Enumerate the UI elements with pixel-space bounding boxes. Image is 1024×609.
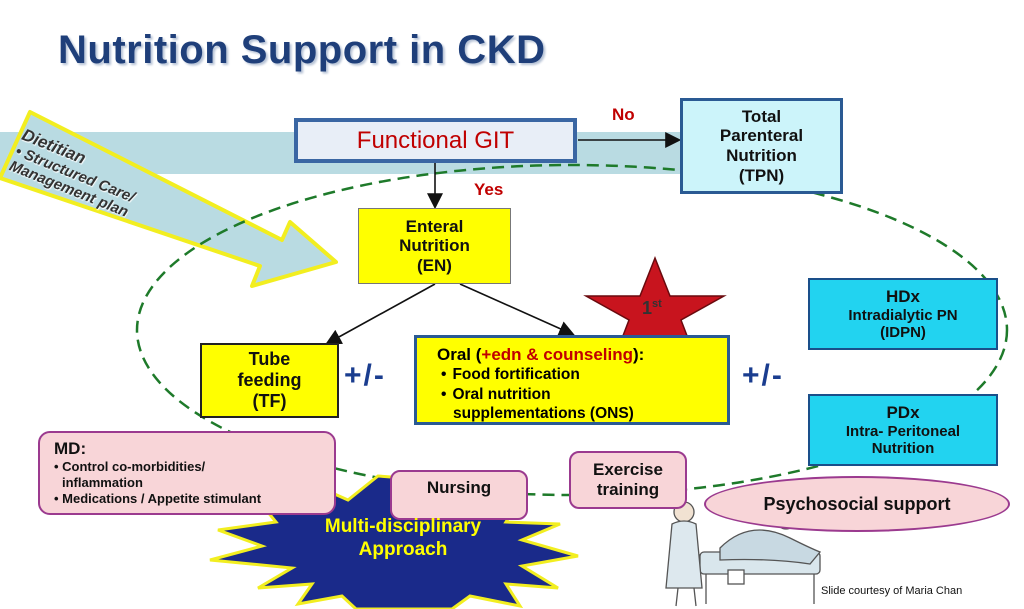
enteral-line: Nutrition — [399, 236, 470, 256]
pdx-line: Nutrition — [871, 439, 935, 457]
hdx-line: Intradialytic PN — [848, 306, 958, 324]
exercise-line: training — [596, 480, 660, 499]
plus-minus-right: +/- — [742, 359, 784, 392]
star-suffix: st — [652, 298, 662, 310]
dietitian-arrow — [0, 110, 338, 288]
first-star-label: 1st — [642, 298, 662, 319]
oral-heading: Oral (+edn & counseling): — [437, 344, 727, 365]
no-label: No — [612, 105, 635, 124]
tube-line: (TF) — [252, 390, 287, 411]
page-title: Nutrition Support in CKD — [58, 28, 546, 72]
tube-feeding-box: Tube feeding (TF) — [200, 343, 339, 418]
md-box: MD: • Control co-morbidities/ inflammati… — [38, 431, 336, 515]
tube-line: feeding — [237, 370, 302, 391]
md-item: • Medications / Appetite stimulant — [54, 490, 262, 506]
exercise-box: Exercise training — [569, 451, 687, 509]
functional-git-box: Functional GIT — [294, 118, 577, 163]
hdx-line: (IDPN) — [880, 323, 926, 341]
oral-suffix: ): — [633, 345, 645, 364]
functional-git-label: Functional GIT — [356, 126, 515, 154]
tube-line: Tube — [248, 349, 291, 370]
tpn-line: (TPN) — [738, 165, 785, 185]
oral-highlight: +edn & counseling — [481, 345, 634, 364]
hdx-box: HDx Intradialytic PN (IDPN) — [808, 278, 998, 350]
oral-list: Food fortification Oral nutrition — [437, 365, 727, 404]
oral-item: Food fortification — [452, 365, 727, 384]
tpn-box: Total Parenteral Nutrition (TPN) — [680, 98, 843, 194]
star-number: 1 — [642, 298, 653, 318]
md-item: • Control co-morbidities/ — [54, 459, 206, 475]
enteral-line: Enteral — [405, 216, 464, 236]
psychosocial-support-ellipse: Psychosocial support — [704, 476, 1010, 532]
multidisciplinary-label: Multi-disciplinary Approach — [298, 516, 508, 562]
md-item: inflammation — [62, 474, 143, 490]
yes-label: Yes — [474, 180, 504, 199]
enteral-line: (EN) — [417, 255, 452, 275]
tpn-line: Parenteral — [719, 126, 804, 146]
oral-item: Oral nutrition — [452, 385, 727, 404]
pdx-title: PDx — [886, 402, 920, 422]
hdx-title: HDx — [885, 286, 920, 306]
oral-item-continuation: supplementations (ONS) — [453, 405, 634, 422]
tpn-line: Total — [741, 106, 782, 126]
multidisciplinary-line: Approach — [358, 538, 448, 560]
md-title: MD: — [54, 439, 87, 458]
nursing-box: Nursing — [390, 470, 528, 520]
arrow-to-tube — [325, 283, 436, 345]
oral-prefix: Oral ( — [437, 345, 482, 364]
tpn-line: Nutrition — [726, 146, 797, 165]
oral-nutrition-box: Oral (+edn & counseling): Food fortifica… — [414, 335, 730, 425]
slide-credit: Slide courtesy of Maria Chan — [821, 585, 963, 597]
multidisciplinary-line: Multi-disciplinary — [324, 516, 482, 537]
enteral-nutrition-box: Enteral Nutrition (EN) — [358, 208, 511, 284]
pdx-line: Intra- Peritoneal — [845, 422, 961, 440]
exercise-line: Exercise — [593, 460, 663, 480]
plus-minus-left: +/- — [344, 359, 386, 392]
arrow-to-oral — [459, 283, 575, 337]
pdx-box: PDx Intra- Peritoneal Nutrition — [808, 394, 998, 466]
